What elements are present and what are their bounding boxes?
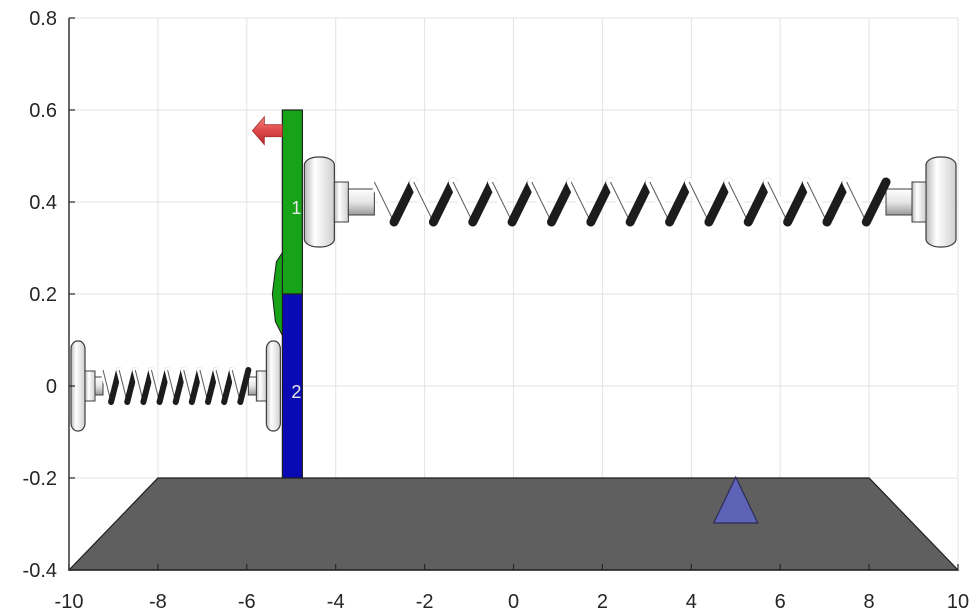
spring-coil-edge xyxy=(491,181,513,223)
spring-coil xyxy=(369,177,891,227)
spring-coil-edge xyxy=(688,181,710,223)
spring-coil-edge xyxy=(570,181,592,223)
spring-end-cap xyxy=(925,156,957,248)
spring-coil-edge xyxy=(767,181,789,223)
spring-coil-edge xyxy=(452,181,474,223)
spring-coil-front xyxy=(507,177,537,227)
x-tick-label: -8 xyxy=(149,591,167,613)
markers xyxy=(251,115,759,524)
force-arrow-icon xyxy=(251,115,283,146)
spring-rod xyxy=(94,376,104,396)
x-tick-label: 4 xyxy=(686,591,697,613)
triangle-marker-icon xyxy=(712,475,759,524)
y-tick-label: -0.4 xyxy=(23,560,57,582)
x-tick-label: 0 xyxy=(508,591,519,613)
spring-flange xyxy=(911,181,927,223)
spring-coil-edge xyxy=(728,181,749,223)
spring-coil-front xyxy=(704,177,734,227)
ground xyxy=(67,477,960,571)
x-tick-label: -2 xyxy=(416,591,434,613)
body-label-1: 1 xyxy=(291,198,301,218)
y-tick-label: 0.6 xyxy=(29,100,57,122)
x-tick-label: 10 xyxy=(947,591,969,613)
spring-coil-front xyxy=(625,177,655,227)
spring-coil-edge xyxy=(649,181,670,223)
spring-coil-front xyxy=(743,177,773,227)
spring-coil-front xyxy=(861,177,891,227)
spring-flange xyxy=(333,181,349,223)
spring-end-cap xyxy=(265,340,281,432)
body-label-2: 2 xyxy=(291,382,301,402)
bodies: 12 xyxy=(271,109,303,479)
spring-coil-front xyxy=(665,177,694,227)
y-tick-label: 0.4 xyxy=(29,192,57,214)
body-wedge xyxy=(271,250,283,336)
spring-coil-front xyxy=(428,177,458,227)
spring-coil-edge xyxy=(806,181,828,223)
tick-labels: -10 -8 -6 -4 -2 0 2 4 6 8 10 -0.4 -0.2 0 0.2 0.4 0.6 0.8 xyxy=(23,8,970,613)
spring-end-cap xyxy=(303,156,335,248)
x-tick-label: 6 xyxy=(775,591,786,613)
y-tick-label: 0.2 xyxy=(29,284,57,306)
spring-rod xyxy=(247,376,257,396)
spring-coil-edge xyxy=(846,181,867,223)
axes xyxy=(68,17,959,571)
spring-coil-edge xyxy=(610,181,631,223)
spring-coil xyxy=(100,367,252,405)
body-block-2 xyxy=(281,293,303,479)
x-tick-label: 2 xyxy=(597,591,608,613)
spring-coil-front xyxy=(389,177,419,227)
spring-flange xyxy=(255,370,267,402)
spring-rod xyxy=(885,188,913,216)
spring-coil-front xyxy=(546,177,576,227)
y-tick-label: 0.8 xyxy=(29,8,57,30)
springs xyxy=(70,156,957,432)
spring-coil-edge xyxy=(413,181,434,223)
spring-coil-edge xyxy=(531,181,552,223)
y-tick-label: 0 xyxy=(46,376,57,398)
y-tick-label: -0.2 xyxy=(23,468,57,490)
spring-coil-edge xyxy=(373,181,395,223)
x-tick-label: 8 xyxy=(864,591,875,613)
spring-coil-front xyxy=(586,177,616,227)
x-tick-label: -10 xyxy=(55,591,84,613)
spring-flange xyxy=(84,370,96,402)
x-tick-label: -4 xyxy=(327,591,345,613)
spring-coil-front xyxy=(237,367,252,405)
spring-coil-front xyxy=(468,177,497,227)
x-tick-label: -6 xyxy=(238,591,256,613)
ground-platform xyxy=(67,477,960,571)
spring-coil-front xyxy=(822,177,852,227)
spring-coil-front xyxy=(783,177,812,227)
spring-rod xyxy=(347,188,375,216)
